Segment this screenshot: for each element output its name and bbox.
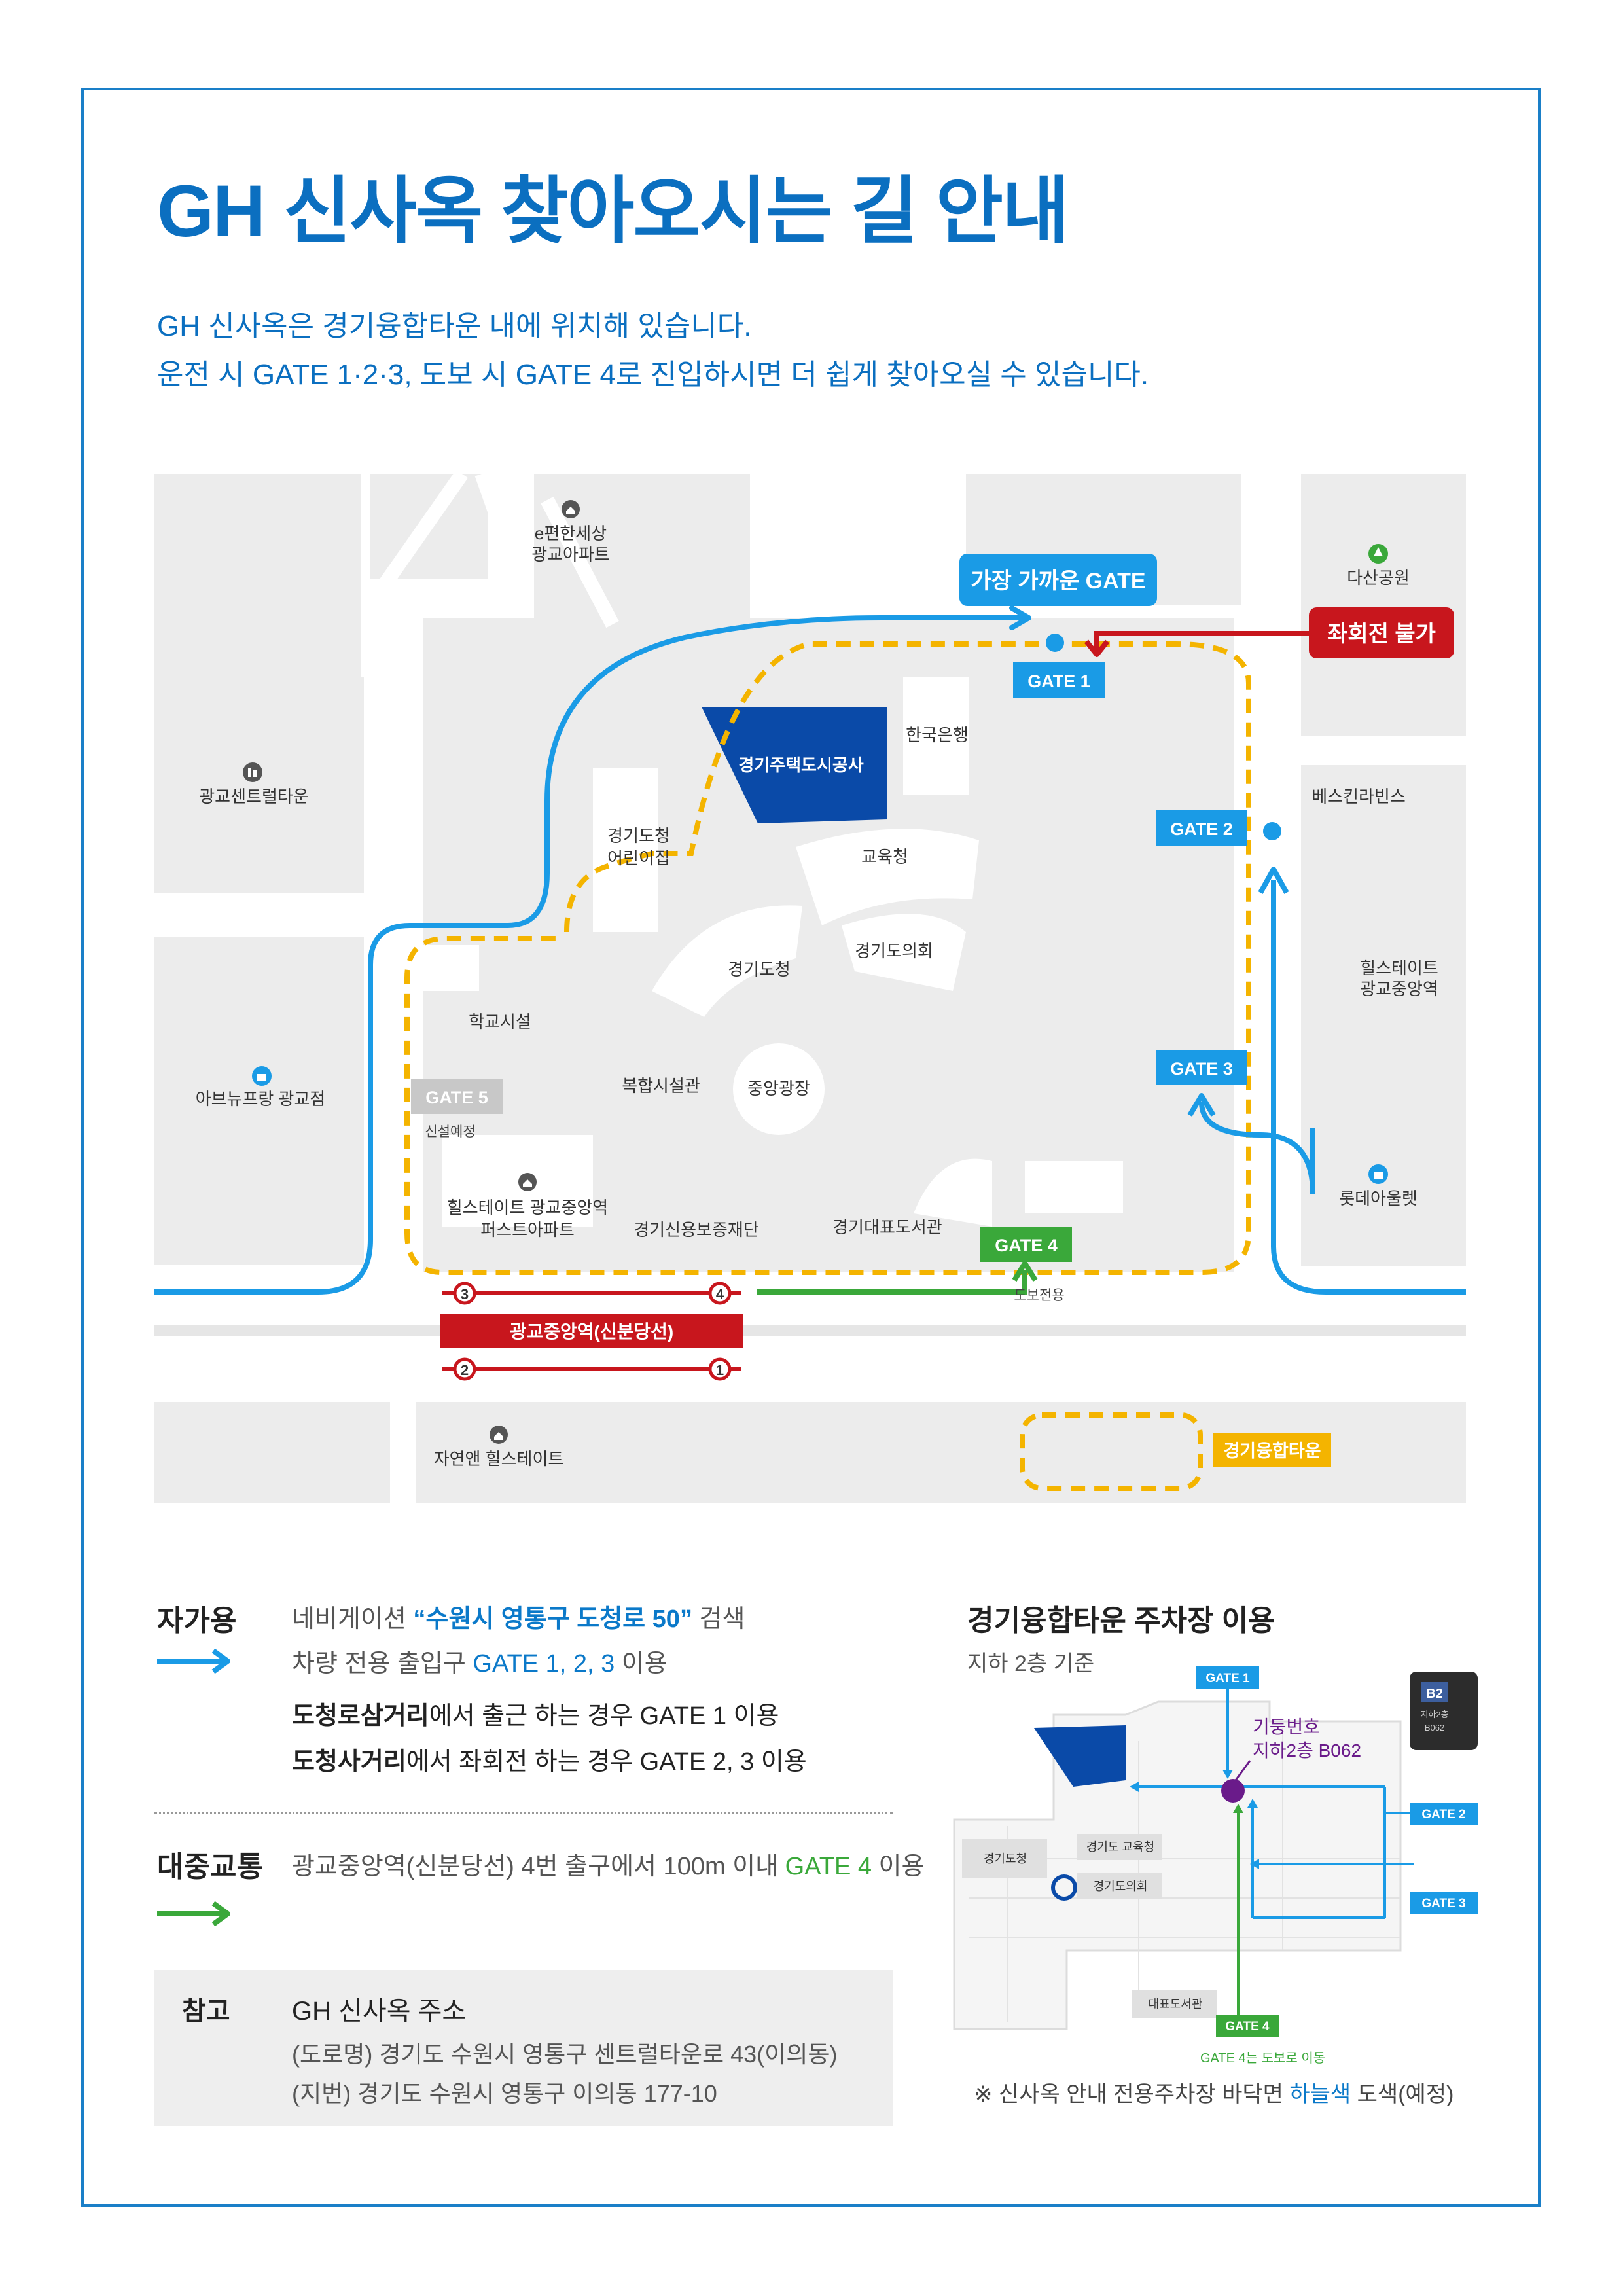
gate4-label: GATE 4: [995, 1236, 1058, 1255]
label-education-office: 교육청: [861, 847, 908, 867]
label-best-ryan: 베스킨라빈스: [1311, 787, 1406, 806]
parking-library: 대표도서관: [1149, 1998, 1203, 2011]
address-note-box: [154, 1970, 893, 2126]
no-left-turn-callout: 좌회전 불가: [1327, 622, 1436, 647]
car-line-4: 도청사거리에서 좌회전 하는 경우 GATE 2, 3 이용: [292, 1748, 807, 1776]
pillar-value: 지하2층 B062: [1253, 1740, 1361, 1761]
exit-2: 2: [461, 1362, 469, 1378]
label-gwanggyo-central: 광교센트럴타운: [199, 787, 308, 806]
map-label-gh: 경기주택도시공사: [738, 755, 863, 775]
transit-heading: 대중교통: [157, 1851, 263, 1883]
label-apartment-top-1: e편한세상: [535, 524, 607, 543]
label-complex: 복합시설관: [622, 1076, 700, 1096]
intro-line-2: 운전 시 GATE 1·2·3, 도보 시 GATE 4로 진입하시면 더 쉽게…: [157, 359, 1149, 391]
gate2-label: GATE 2: [1170, 819, 1233, 839]
blue-arrow-icon: [157, 1648, 230, 1674]
page-title: GH 신사옥 찾아오시는 길 안내: [157, 170, 1069, 252]
sign-code: B2: [1426, 1687, 1443, 1701]
gate1-label: GATE 1: [1027, 672, 1090, 691]
label-hillstate-first-1: 힐스테이트 광교중앙역: [447, 1198, 608, 1217]
label-dasan-park: 다산공원: [1347, 568, 1410, 588]
parking-gate1: GATE 1: [1205, 1672, 1250, 1685]
home-icon: [518, 1173, 537, 1191]
label-plaza: 중앙광장: [747, 1079, 810, 1098]
shopping-bag-icon: [1368, 1164, 1388, 1184]
car-line-3: 도청로삼거리에서 출근 하는 경우 GATE 1 이용: [292, 1702, 779, 1730]
parking-gate2: GATE 2: [1421, 1808, 1465, 1821]
footnote: ※ 신사옥 안내 전용주차장 바닥면 하늘색 도색(예정): [974, 2082, 1454, 2107]
label-korea-bank: 한국은행: [906, 725, 969, 745]
label-hillstate-first-2: 퍼스트아파트: [480, 1220, 575, 1240]
parking-council: 경기도의회: [1094, 1880, 1148, 1893]
walk-only-label: 도보전용: [1014, 1288, 1064, 1303]
section-divider: [154, 1812, 893, 1814]
label-natural-hillstate: 자연앤 힐스테이트: [434, 1449, 564, 1469]
nearest-gate-callout: 가장 가까운 GATE: [971, 569, 1145, 594]
label-provincial-office: 경기도청: [728, 960, 791, 979]
parking-map: 경기도청 경기도 교육청 경기도의회 대표도서관 기둥번호 지하2층 B062 …: [942, 1662, 1492, 2042]
label-avenue-france: 아브뉴프랑 광교점: [196, 1089, 326, 1109]
sign-line-2: B062: [1425, 1723, 1444, 1732]
label-school: 학교시설: [469, 1012, 531, 1031]
note-heading: 참고: [182, 1997, 230, 2026]
pillar-sign-icon: B2 지하2층 B062: [1410, 1672, 1478, 1750]
parking-gate4-note: GATE 4는 도보로 이동: [1200, 2051, 1326, 2066]
parking-gate3: GATE 3: [1421, 1897, 1465, 1910]
gate5-label: GATE 5: [425, 1088, 488, 1107]
convergence-town-tag: 경기융합타운: [1223, 1441, 1321, 1461]
car-line-1: 네비게이션 “수원시 영통구 도청로 50” 검색: [292, 1605, 745, 1633]
note-road-address: (도로명) 경기도 수원시 영통구 센트럴타운로 43(이의동): [292, 2041, 838, 2068]
station-label: 광교중앙역(신분당선): [510, 1321, 674, 1342]
exit-1: 1: [716, 1362, 724, 1378]
transit-line: 광교중앙역(신분당선) 4번 출구에서 100m 이내 GATE 4 이용: [292, 1853, 925, 1880]
exit-3: 3: [461, 1286, 469, 1302]
gate3-label: GATE 3: [1170, 1059, 1233, 1079]
label-library: 경기대표도서관: [832, 1217, 942, 1237]
label-apartment-top-2: 광교아파트: [531, 545, 610, 564]
label-provincial-council: 경기도의회: [855, 941, 933, 961]
parking-sub: 지하 2층 기준: [967, 1651, 1095, 1676]
tree-icon: [1368, 544, 1388, 564]
sign-line-1: 지하2층: [1420, 1710, 1448, 1719]
label-daycare-2: 어린이집: [607, 848, 670, 868]
location-map: 경기주택도시공사 GATE 1 GATE 2 GATE 3 GATE 4 GAT…: [152, 469, 1466, 1503]
label-daycare-1: 경기도청: [607, 826, 670, 846]
exit-4: 4: [716, 1286, 724, 1302]
intro-line-1: GH 신사옥은 경기융합타운 내에 위치해 있습니다.: [157, 310, 752, 342]
green-arrow-icon: [157, 1901, 230, 1927]
label-hillstate-station-1: 힐스테이트: [1360, 958, 1438, 978]
parking-gate4: GATE 4: [1225, 2020, 1270, 2034]
pillar-label: 기둥번호: [1253, 1717, 1320, 1737]
shopping-bag-icon: [252, 1066, 272, 1086]
parking-heading: 경기융합타운 주차장 이용: [967, 1605, 1275, 1637]
car-line-2: 차량 전용 출입구 GATE 1, 2, 3 이용: [292, 1650, 668, 1677]
page-frame: [81, 88, 1541, 2207]
office-building-icon: [243, 762, 262, 782]
label-credit-fund: 경기신용보증재단: [633, 1220, 758, 1240]
home-icon: [562, 500, 580, 518]
car-heading: 자가용: [157, 1605, 237, 1637]
note-lot-address: (지번) 경기도 수원시 영통구 이의동 177-10: [292, 2080, 717, 2107]
station-exits: 3 4 2 1 광교중앙역(신분당선): [440, 1282, 743, 1381]
parking-education-office: 경기도 교육청: [1086, 1840, 1154, 1854]
parking-provincial-office: 경기도청: [984, 1852, 1027, 1865]
label-lotte-outlet: 롯데아울렛: [1339, 1189, 1418, 1208]
note-title: GH 신사옥 주소: [292, 1997, 467, 2026]
label-hillstate-station-2: 광교중앙역: [1360, 979, 1438, 999]
home-icon: [490, 1426, 508, 1444]
gate5-planned: 신설예정: [425, 1124, 475, 1139]
